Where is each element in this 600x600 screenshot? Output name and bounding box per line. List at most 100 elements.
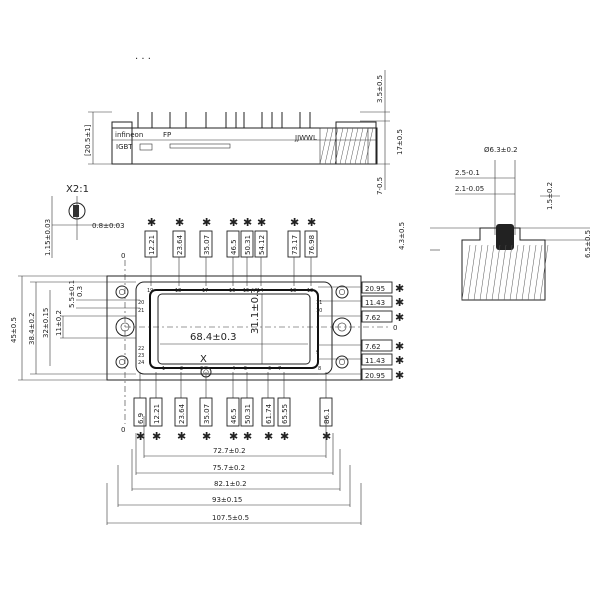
- detail-title: X2:1: [66, 184, 89, 195]
- star-mark: ✱: [243, 430, 252, 443]
- section-bolt: [496, 224, 514, 250]
- dim-03: 0.3: [76, 286, 84, 297]
- top-pin-value: 23.64: [176, 234, 184, 255]
- top-pin-value: 73.17: [291, 235, 299, 255]
- top-pin-value: 76.98: [308, 235, 316, 255]
- sec-d1: 2.5-0.1: [455, 169, 480, 177]
- bottom-pin-box: [199, 397, 213, 427]
- star-mark: ✱: [257, 216, 266, 229]
- plan-frame: [149, 289, 319, 369]
- star-mark: ✱: [395, 296, 404, 309]
- star-mark: ✱: [202, 216, 211, 229]
- right-pin-box: [361, 353, 393, 366]
- star-mark: ✱: [290, 216, 299, 229]
- bottom-dim-value: 93±0.15: [212, 496, 242, 504]
- side-pin-id: 11: [316, 300, 322, 306]
- section-body: [461, 227, 546, 301]
- side-pin-id: 20: [138, 300, 144, 306]
- star-mark: ✱: [322, 430, 331, 443]
- top-pin-id: 13: [290, 288, 296, 294]
- left-clamp: [111, 121, 133, 165]
- bottom-pin-box: [261, 397, 275, 427]
- star-mark: ✱: [395, 311, 404, 324]
- dim-top: 3.5±0.5: [376, 75, 384, 103]
- bottom-pin-box: [240, 397, 254, 427]
- side-pin-id: 10: [316, 308, 322, 314]
- dim-55: 5.5±0.1: [68, 280, 76, 308]
- right-pin-box: [361, 281, 393, 294]
- right-pin-value: 7.62: [365, 314, 381, 322]
- bottom-pin-id: 5: [244, 366, 247, 372]
- top-pin-id: 15: [243, 288, 249, 294]
- sec-d5: 6.5±0.5: [584, 230, 592, 258]
- detail-dim-hole: 1.15±0.03: [44, 219, 52, 256]
- star-mark: ✱: [264, 430, 273, 443]
- dim-32: 32±0.15: [42, 308, 50, 338]
- mark-label: JJWWL: [294, 134, 317, 142]
- bottom-pin-value: 61.74: [265, 403, 273, 424]
- dim-height-total: [20.5±1]: [84, 124, 92, 156]
- right-pin-box: [361, 339, 393, 352]
- bottom-pin-value: 86.1: [323, 408, 331, 424]
- bottom-dim-value: 72.7±0.2: [213, 447, 246, 455]
- side-pin-id: 24: [138, 360, 144, 366]
- section-view: Ø6.3±0.2 2.5-0.1 2.1-0.05 1.5±0.2 4.3±0.…: [398, 146, 592, 301]
- top-pin-id: 19: [147, 288, 153, 294]
- bottom-pin-value: 12.21: [153, 404, 161, 424]
- plan-outer: [106, 275, 362, 381]
- right-pin-box: [361, 295, 393, 308]
- dim-pin: 7-0.5: [376, 177, 384, 195]
- right-pin-value: 20.95: [365, 372, 385, 380]
- bottom-pin-box: [174, 397, 188, 427]
- sec-dia: Ø6.3±0.2: [484, 146, 518, 154]
- top-pin-id: 14: [257, 288, 263, 294]
- plan-inner: [157, 293, 311, 365]
- sec-d2: 2.1-0.05: [455, 185, 484, 193]
- bottom-pin-id: 6: [268, 366, 271, 372]
- bottom-pin-value: 35.07: [203, 404, 211, 424]
- bottom-pin-id: 4: [232, 366, 235, 372]
- star-mark: ✱: [147, 216, 156, 229]
- top-pin-value: 46.5: [230, 239, 238, 255]
- star-mark: ✱: [280, 430, 289, 443]
- bottom-pin-value: 65.55: [281, 404, 289, 424]
- right-pin-value: 20.95: [365, 285, 385, 293]
- right-pin-value: 11.43: [365, 299, 385, 307]
- star-mark: ✱: [152, 430, 161, 443]
- top-pin-value: 35.07: [203, 235, 211, 255]
- bottom-dim-value: 107.5±0.5: [212, 514, 249, 522]
- mounting-hole: [335, 285, 349, 299]
- star-mark: ✱: [177, 430, 186, 443]
- top-pin-value: 12.21: [148, 235, 156, 255]
- star-mark: ✱: [395, 354, 404, 367]
- top-pin-id: 16: [229, 288, 235, 294]
- detail-dim-pin: 0.8±0.03: [92, 222, 125, 230]
- bottom-pin-box: [226, 397, 240, 427]
- dim-11: 11±0.2: [55, 310, 63, 336]
- zero-right: 0: [393, 324, 397, 332]
- side-pin-id: 22: [138, 346, 144, 352]
- star-mark: ✱: [175, 216, 184, 229]
- bottom-pin-id: 7: [278, 366, 281, 372]
- top-pin-value: 50.31: [244, 235, 252, 255]
- plan-housing: [135, 281, 333, 375]
- sec-d4: 4.3±0.5: [398, 222, 406, 250]
- right-pin-value: 11.43: [365, 357, 385, 365]
- bottom-pin-id: 2: [180, 366, 183, 372]
- mounting-hole: [115, 355, 129, 369]
- star-mark: ✱: [202, 430, 211, 443]
- right-pin-box: [361, 310, 393, 323]
- dim-side: 17±0.5: [396, 129, 404, 155]
- top-pin-id: 12: [307, 288, 313, 294]
- dim-384: 38.4±0.2: [28, 312, 36, 345]
- star-mark: ✱: [229, 430, 238, 443]
- star-mark: ✱: [395, 282, 404, 295]
- bottom-pin-box: [133, 397, 147, 427]
- mounting-hole: [115, 285, 129, 299]
- zero-bottom: 0: [121, 426, 125, 434]
- x-mark: X: [200, 354, 207, 365]
- dim-45: 45±0.5: [10, 317, 18, 343]
- cropped-heading: · · ·: [135, 54, 151, 65]
- bottom-pin-box: [277, 397, 291, 427]
- side-pin-id: 23: [138, 353, 144, 359]
